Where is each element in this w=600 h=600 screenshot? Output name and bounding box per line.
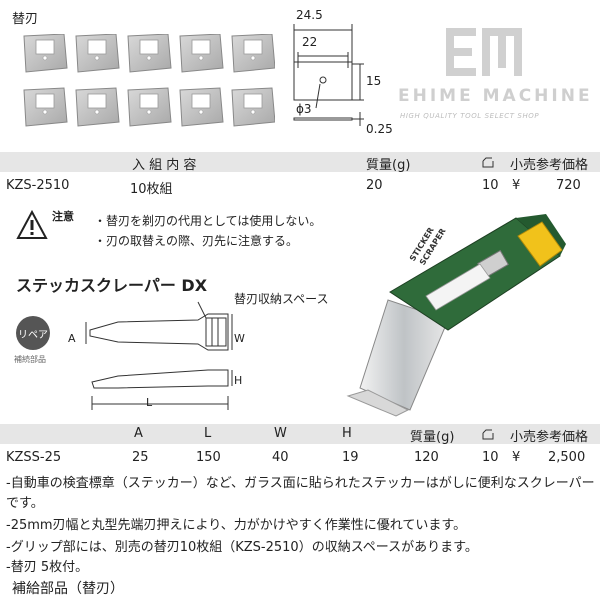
table2-header-a: A [134, 426, 143, 441]
caution-line-2: ・刃の取替えの際、刃先に注意する。 [94, 234, 299, 248]
description-line-4: -グリップ部には、別売の替刃10枚組（KZS-2510）の収納スペースがあります… [6, 540, 478, 555]
table2-w: 40 [272, 450, 289, 465]
table2-weight: 120 [414, 450, 439, 465]
caution-line-1: ・替刃を剃刃の代用としては使用しない。 [94, 214, 322, 228]
supply-parts-heading: 補給部品（替刃） [12, 581, 124, 597]
box-qty-icon-2 [482, 429, 494, 440]
table1-yen: ¥ [512, 178, 521, 193]
table2-code: KZSS-25 [6, 450, 62, 465]
table2-header-price: 小売参考価格 [510, 430, 589, 445]
product-line-drawing [85, 301, 233, 410]
table2-header-h: H [342, 426, 352, 441]
table2-l: 150 [196, 450, 221, 465]
table2-header [0, 424, 600, 444]
dim-letter-w: W [234, 332, 245, 345]
box-qty-icon [482, 157, 494, 168]
product-title: ステッカスクレーパー DX [16, 276, 208, 295]
table1-code: KZS-2510 [6, 178, 70, 193]
table2-h: 19 [342, 450, 359, 465]
description-line-2: です。 [6, 496, 44, 511]
brand-tagline: HIGH QUALITY TOOL SELECT SHOP [400, 112, 540, 120]
storage-space-label: 替刃収納スペース [234, 292, 329, 306]
table2-price: 2,500 [548, 450, 586, 465]
repair-badge: リペア [16, 316, 50, 350]
table2-yen: ¥ [512, 450, 521, 465]
scraper-photo [346, 214, 566, 417]
caution-label: 注意 [52, 210, 74, 223]
table2-qty: 10 [482, 450, 499, 465]
em-logo-icon [446, 28, 522, 76]
table1-header-content: 入 組 内 容 [132, 158, 197, 173]
blade-images [23, 34, 275, 127]
table1-content: 10枚組 [130, 182, 173, 197]
table1-price: 720 [556, 178, 581, 193]
dim-thickness: 0.25 [366, 122, 393, 136]
dim-letter-a: A [68, 332, 76, 345]
description-line-1: -自動車の検査標章（ステッカー）など、ガラス面に貼られたステッカーはがしに便利な… [6, 476, 595, 491]
description-line-3: -25mm刃幅と丸型先端刃押えにより、力がかけやすく作業性に優れています。 [6, 518, 467, 533]
table1-qty: 10 [482, 178, 499, 193]
table1-header-weight: 質量(g) [366, 158, 411, 173]
brand-name: EHIME MACHINE [398, 86, 593, 106]
dim-letter-l: L [146, 396, 153, 409]
dim-height: 15 [366, 74, 382, 88]
table1-header-price: 小売参考価格 [510, 158, 589, 173]
table2-header-l: L [204, 426, 212, 441]
dim-hole: ϕ3 [296, 102, 312, 116]
table2-a: 25 [132, 450, 149, 465]
dim-width-inner: 22 [302, 35, 318, 49]
blade-dimension-drawing [293, 24, 364, 126]
repair-badge-sub: 補続部品 [14, 355, 46, 364]
dim-letter-h: H [234, 374, 243, 387]
warning-icon [16, 210, 48, 239]
dim-width-outer: 24.5 [296, 8, 323, 22]
table2-header-weight: 質量(g) [410, 430, 455, 445]
table1-weight: 20 [366, 178, 383, 193]
description-line-5: -替刃 5枚付。 [6, 560, 89, 575]
table2-header-w: W [274, 426, 287, 441]
table1-header [0, 152, 600, 172]
blade-section-title: 替刃 [12, 12, 39, 27]
